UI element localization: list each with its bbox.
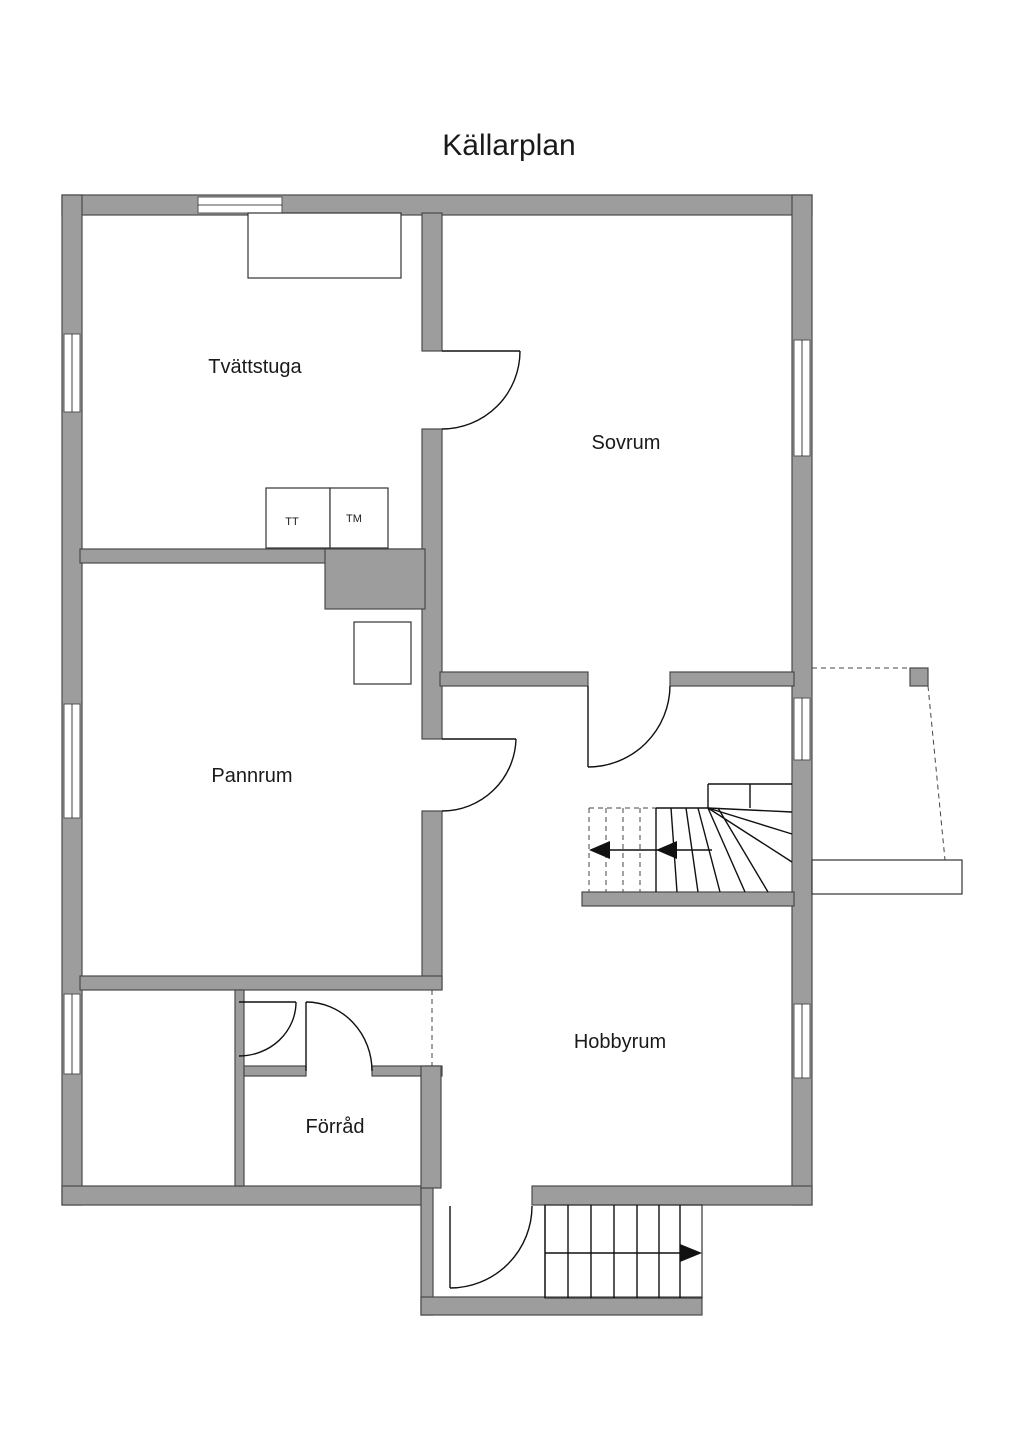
door-entrance [449,1205,533,1289]
room-label-forrad: Förråd [306,1116,365,1138]
windows [63,196,811,1079]
wall-small-vertical [234,989,245,1187]
stair-arrow-2 [656,841,677,859]
entrance-stair-arrow [680,1244,702,1262]
room-label-hobbyrum: Hobbyrum [574,1031,666,1053]
wall-mid-upper [421,212,443,352]
entrance-wall-bottom [420,1296,703,1316]
wall-sovrum-left [439,671,589,687]
boiler [353,621,412,685]
door-tvattstuga [441,350,521,430]
wall-bottom-right [531,1185,813,1206]
wall-forrad-top-left [243,1065,307,1077]
wall-forrad-right [420,1065,442,1189]
entrance-wall-left [420,1185,434,1316]
washer-label: TM [346,513,362,525]
wall-mid-pannrum [421,810,443,990]
dashed-lines [431,667,946,1066]
door-pannrum [441,738,517,812]
exterior-post [909,667,929,687]
door-forrad [305,1001,373,1072]
door-sovrum [587,685,671,768]
entrance-stairs [544,1204,703,1299]
walls [61,194,813,1316]
doors [238,350,671,1289]
chimney [324,548,426,610]
room-label-sovrum: Sovrum [592,432,661,454]
dryer-label: TT [285,516,299,528]
exterior-step [811,859,963,895]
wall-pannrum-bottom [79,975,443,991]
dryer: TT [265,487,331,549]
interior-stairs [588,783,793,893]
room-label-tvattstuga: Tvättstuga [208,356,302,378]
wall-top [61,194,813,216]
room-label-pannrum: Pannrum [211,765,292,787]
laundry-counter [247,212,402,279]
door-small-room [238,1001,297,1057]
wall-bottom-left [61,1185,433,1206]
wall-stair [581,891,795,907]
stair-arrow-1 [589,841,610,859]
wall-sovrum-right [669,671,795,687]
washer: TM [329,487,389,549]
plan-title: Källarplan [442,129,575,162]
